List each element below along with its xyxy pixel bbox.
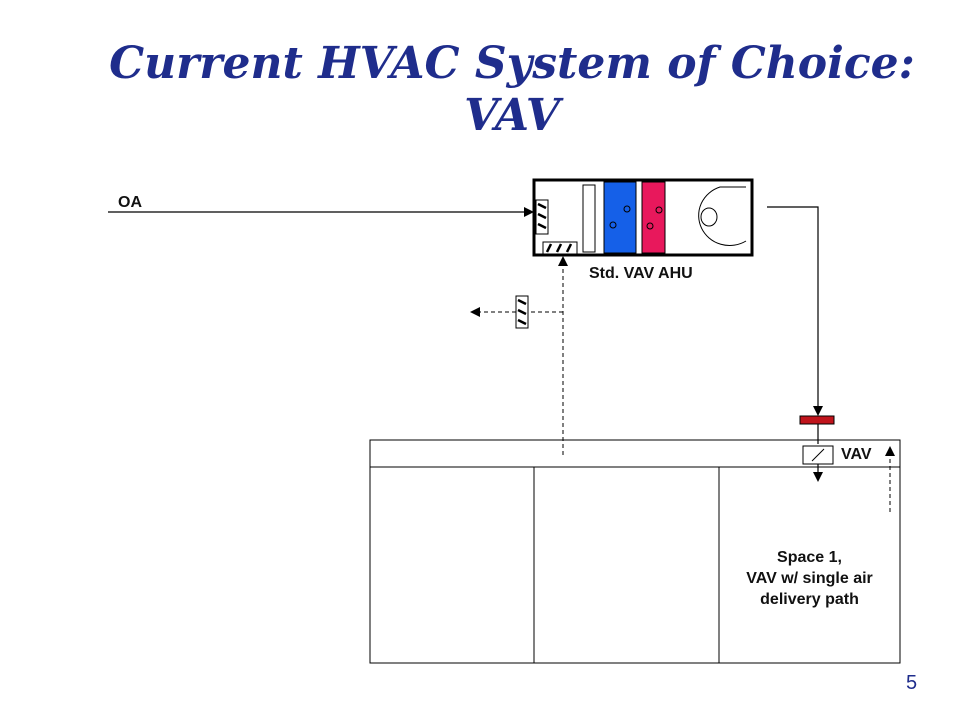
title-line-1: Current HVAC System of Choice:	[109, 38, 915, 89]
supply-duct	[767, 206, 823, 416]
building-outline	[369, 439, 901, 664]
space-1-label-line-3: delivery path	[760, 591, 859, 608]
oa-label: OA	[118, 194, 142, 211]
supply-fan-icon	[698, 186, 747, 246]
filter	[582, 184, 596, 253]
vav-label: VAV	[841, 446, 872, 463]
space-1-label-line-2: VAV w/ single air	[746, 570, 873, 587]
title-line-2: VAV	[464, 90, 560, 141]
vav-damper-red	[799, 415, 835, 425]
heating-coil	[641, 181, 666, 254]
space-1-label-line-1: Space 1,	[777, 549, 842, 566]
page-number: 5	[906, 672, 918, 694]
slide-title: Current HVAC System of Choice: VAV	[0, 38, 960, 142]
space-1-label: Space 1, VAV w/ single air delivery path	[719, 547, 900, 610]
ahu-label: Std. VAV AHU	[589, 265, 693, 282]
cooling-coil	[603, 181, 637, 254]
